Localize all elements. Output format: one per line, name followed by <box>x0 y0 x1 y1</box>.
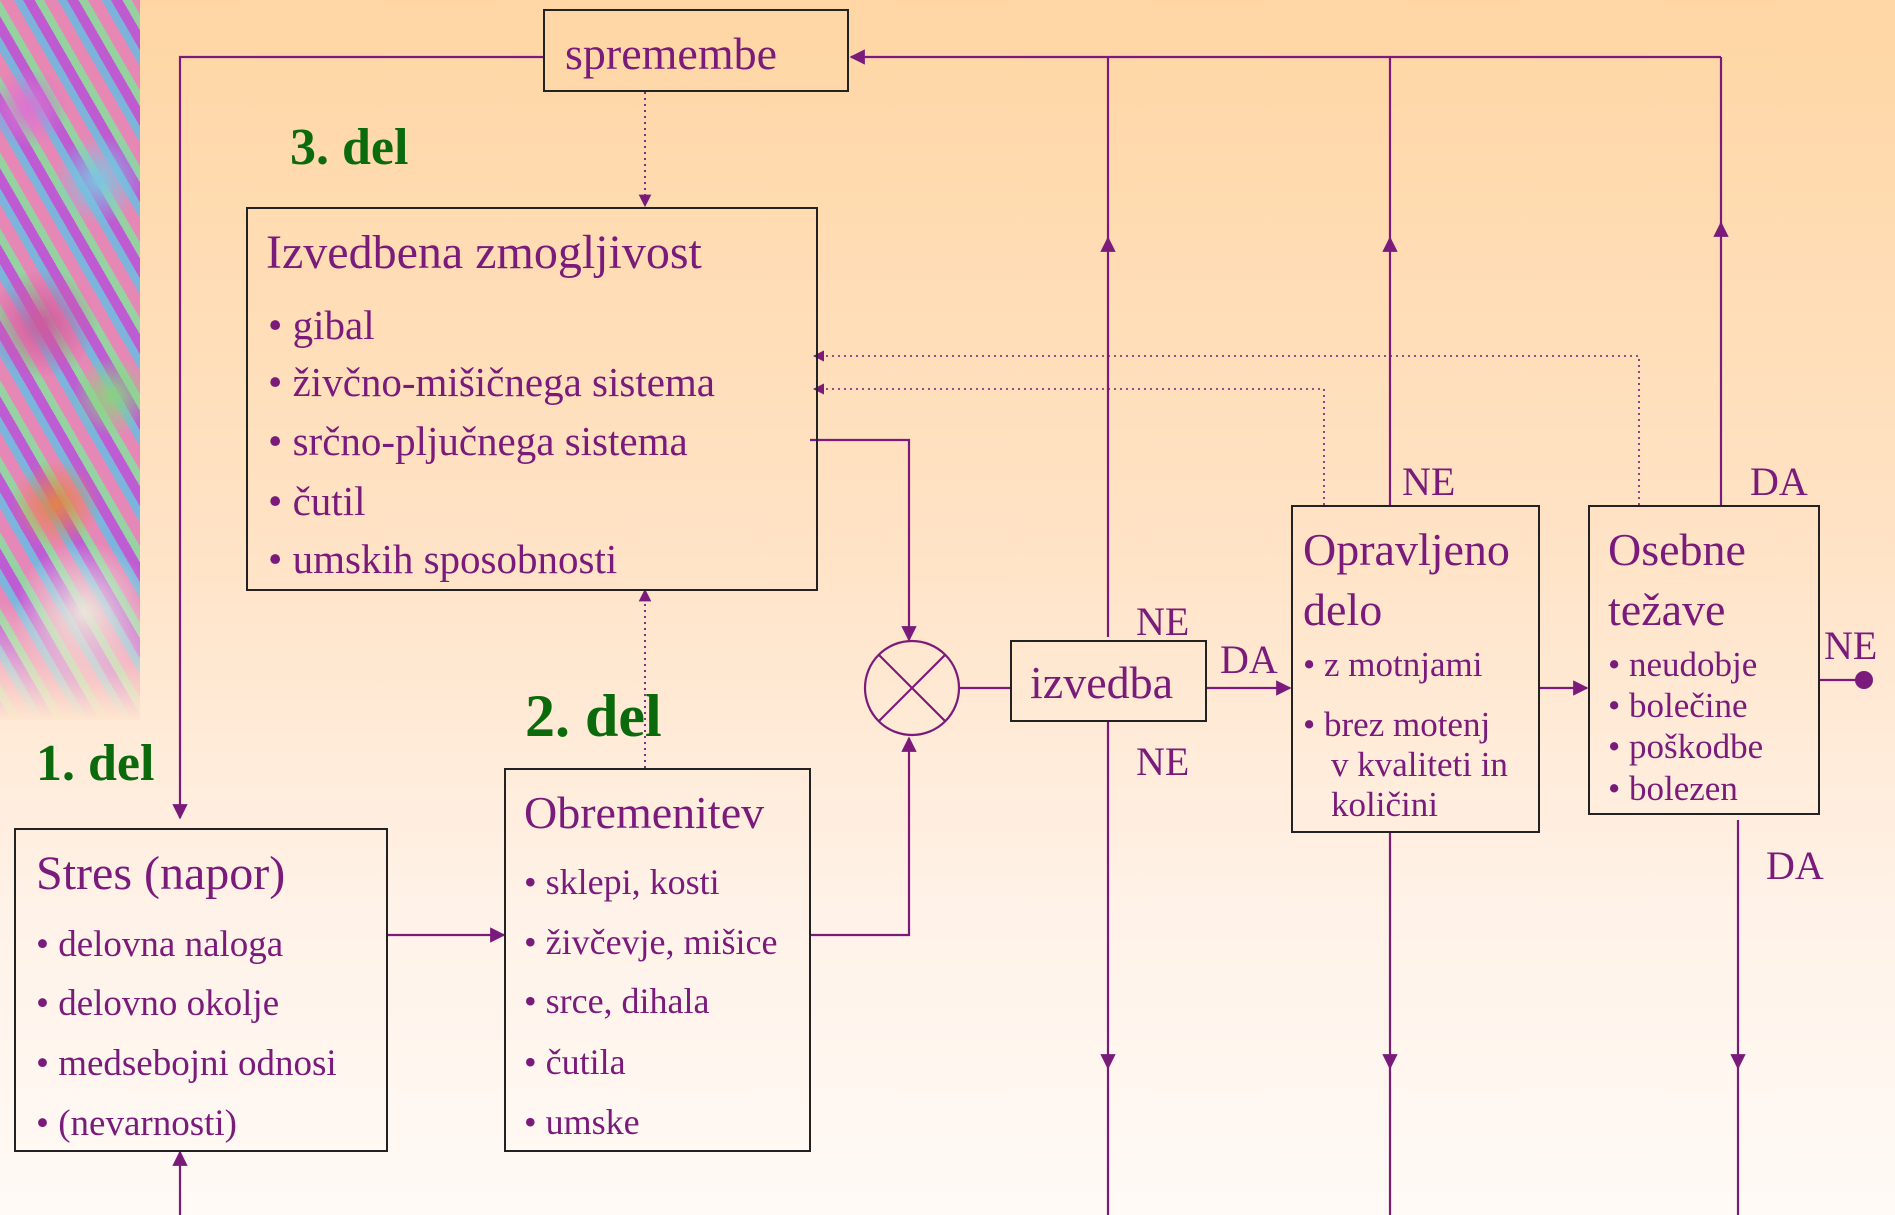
node-stres: Stres (napor) • delovna naloga • delovno… <box>14 828 388 1152</box>
part-label-2: 2. del <box>525 683 662 749</box>
list-item: • gibal <box>268 302 375 348</box>
list-item: • delovna naloga <box>36 924 284 965</box>
list-item: • (nevarnosti) <box>36 1103 237 1144</box>
list-item: • srčno-pljučnega sistema <box>268 418 688 464</box>
list-item: • delovno okolje <box>36 983 280 1024</box>
list-item: • bolečine <box>1608 686 1748 725</box>
list-item: v kvaliteti in <box>1331 745 1508 784</box>
list-item: • neudobje <box>1608 645 1758 684</box>
izvedba-title: izvedba <box>1030 657 1174 708</box>
list-item: • sklepi, kosti <box>524 862 720 902</box>
label-ne-osebne-right: NE <box>1824 623 1878 668</box>
multiplier-node <box>863 639 961 737</box>
end-dot <box>1855 671 1873 689</box>
decorative-art-fade <box>0 600 140 720</box>
edge-dotted-osebne-to-izvedbena <box>812 350 1640 505</box>
obremenitev-title: Obremenitev <box>524 787 765 838</box>
list-item: • brez motenj <box>1303 705 1491 744</box>
osebne-title-line2: težave <box>1608 584 1726 635</box>
node-izvedbena-zmogljivost: Izvedbena zmogljivost • gibal • živčno-m… <box>246 207 818 591</box>
izvedbena-title: Izvedbena zmogljivost <box>266 226 702 279</box>
node-spremembe: spremembe <box>543 9 849 92</box>
label-da-osebne-top: DA <box>1750 459 1808 504</box>
node-obremenitev: Obremenitev • sklepi, kosti • živčevje, … <box>504 768 811 1152</box>
list-item: • poškodbe <box>1608 727 1764 766</box>
label-da-izvedba: DA <box>1220 637 1278 682</box>
osebne-title-line1: Osebne <box>1608 524 1746 575</box>
label-ne-izvedba-top: NE <box>1136 599 1190 644</box>
node-osebne-tezave: Osebne težave • neudobje • bolečine • po… <box>1588 505 1820 815</box>
edge-izvedbena-to-mult <box>810 438 917 642</box>
list-item: • srce, dihala <box>524 981 710 1021</box>
list-item: • umske <box>524 1102 640 1142</box>
label-ne-izvedba-bottom: NE <box>1136 739 1190 784</box>
list-item: • bolezen <box>1608 769 1738 808</box>
label-ne-opravljeno: NE <box>1402 459 1456 504</box>
list-item: • z motnjami <box>1303 645 1483 684</box>
spremembe-title: spremembe <box>565 28 778 79</box>
list-item: • čutila <box>524 1042 626 1082</box>
label-da-osebne-bottom: DA <box>1766 843 1824 888</box>
list-item: • medsebojni odnosi <box>36 1043 337 1084</box>
edge-spremembe-to-stres <box>172 55 543 820</box>
part-label-3: 3. del <box>290 119 409 176</box>
opravljeno-title-line2: delo <box>1303 584 1383 635</box>
list-item: • živčno-mišičnega sistema <box>268 359 715 405</box>
edge-obremenitev-to-mult <box>811 736 917 937</box>
node-opravljeno-delo: Opravljeno delo • z motnjami • brez mote… <box>1291 505 1540 833</box>
part-label-1: 1. del <box>36 735 155 792</box>
stres-title: Stres (napor) <box>36 847 286 900</box>
list-item: • umskih sposobnosti <box>268 536 618 582</box>
list-item: količini <box>1331 785 1438 824</box>
list-item: • čutil <box>268 478 366 524</box>
opravljeno-title-line1: Opravljeno <box>1303 524 1510 575</box>
node-izvedba: izvedba <box>1010 640 1207 722</box>
list-item: • živčevje, mišice <box>524 922 778 962</box>
edge-dotted-opravljeno-to-izvedbena <box>812 383 1325 505</box>
